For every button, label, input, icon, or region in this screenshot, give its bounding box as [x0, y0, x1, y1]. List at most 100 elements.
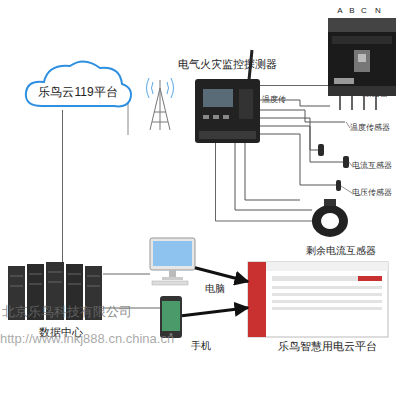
mobile-phone-outline-part: [162, 301, 180, 331]
cloud-platform: 乐鸟云119平台: [22, 58, 134, 110]
fire-monitor-detector-outline-part: [195, 79, 260, 143]
breaker-wires-part: [363, 96, 365, 110]
fire-monitor-detector-outline-part: [199, 131, 256, 139]
radio-tower-part: [150, 88, 160, 130]
current-sensor: [318, 144, 349, 168]
data-center-servers-outline-part-part: [68, 274, 81, 275]
platform-screenshot-outline-part: [358, 276, 382, 281]
part-label: 温度传感器: [350, 124, 390, 133]
computer-outline-part: [162, 277, 183, 280]
data-center-servers-outline-part-part: [10, 286, 23, 287]
platform-screenshot-outline-part-part: [272, 293, 382, 296]
circuit-breaker-outline-part: [334, 78, 354, 84]
data-center-servers-outline-part-part: [48, 282, 62, 283]
circuit-breaker-outline-part: [328, 18, 396, 32]
link-line: [62, 110, 63, 262]
data-center-servers-outline-part-part: [10, 276, 23, 277]
platform-screenshot: 乐鸟智慧用电云平台: [248, 262, 388, 337]
circuit-breaker-outline: [328, 18, 396, 96]
residual-current-transformer-outline-part: [312, 205, 348, 237]
link-line: [128, 102, 129, 135]
node-label: 乐鸟云119平台: [22, 86, 134, 100]
breaker-wires-part: [351, 96, 353, 110]
leader-line: [341, 92, 384, 193]
circuit-breaker-outline-part: [354, 50, 370, 72]
platform-screenshot-outline-part: [272, 276, 382, 310]
breaker-wires: [340, 96, 376, 110]
residual-current-transformer-outline-part: [324, 199, 336, 206]
link-line: [216, 143, 313, 221]
radio-tower: [147, 78, 174, 130]
leader-line-part: [346, 122, 350, 128]
computer-outline: [150, 238, 195, 286]
radio-tower-part: [171, 78, 174, 98]
fire-monitor-detector-outline-part: [213, 115, 219, 119]
arrow-connector: [182, 308, 248, 316]
arrow-connector: [195, 268, 248, 282]
voltage-sensor: [336, 180, 341, 191]
platform-screenshot-outline-part: [248, 262, 388, 337]
radio-tower-part: [147, 78, 150, 98]
fire-monitor-detector-outline-part: [223, 115, 229, 119]
node-label: A: [334, 6, 346, 15]
data-center-servers-outline-part-part: [68, 284, 81, 285]
node-label: 剩余电流互感器: [296, 245, 386, 257]
data-center-servers-outline-part-part: [87, 286, 100, 287]
radio-tower-part: [152, 82, 154, 94]
breaker-wires-part: [339, 96, 341, 110]
sensor-wires-part: [235, 143, 312, 210]
link-line: [260, 85, 328, 86]
node-label: 手机: [186, 340, 216, 352]
computer-outline-part: [152, 281, 188, 285]
data-center-servers-outline-part: [10, 272, 100, 286]
node-label: 电脑: [200, 283, 230, 295]
cloud-platform-outline: [22, 58, 134, 110]
part-label: 电流互感器: [352, 162, 392, 171]
watermark: http://www.lnkj888.cn.china.cn: [0, 332, 174, 346]
fire-monitor-detector-outline-part: [203, 89, 233, 107]
circuit-breaker-outline-part: [358, 54, 366, 62]
breaker-wires-part: [375, 96, 377, 110]
part-label: 温度传: [262, 96, 286, 105]
radio-tower-part: [160, 80, 161, 130]
current-sensor-part: [343, 156, 349, 168]
data-center-servers-outline-part-part: [29, 274, 42, 275]
radio-tower-part: [160, 88, 170, 130]
part-label: 电压传感器: [352, 189, 392, 198]
fire-monitor-detector-outline: [195, 75, 260, 143]
computer-outline-part: [153, 241, 192, 266]
circuit-breaker-outline-part: [328, 18, 396, 96]
platform-screenshot-outline-part: [266, 262, 388, 271]
circuit-breaker: ABCN: [328, 18, 396, 96]
node-text: B: [346, 6, 358, 15]
radio-tower-part: [167, 82, 169, 94]
fire-monitor-detector-outline-part: [239, 89, 253, 119]
cloud-platform-outline-part: [26, 61, 131, 106]
platform-screenshot-outline-part: [248, 262, 266, 337]
platform-screenshot-outline-part-part: [272, 307, 382, 310]
platform-screenshot-outline-part-part: [272, 300, 382, 303]
node-label: 乐鸟智慧用电云平台: [260, 340, 395, 353]
sensor-wires-part: [260, 126, 345, 162]
leader-line-part: [341, 186, 352, 193]
computer-outline-part: [169, 270, 176, 277]
platform-screenshot-outline-part-part: [272, 286, 382, 289]
node-label: 电气火灾监控探测器: [135, 58, 320, 71]
sensor-wires-part: [260, 110, 345, 122]
link-line: [103, 274, 150, 275]
sensor-wires-part: [260, 134, 338, 185]
watermark: 北京乐鸟科技有限公司: [2, 305, 132, 319]
platform-screenshot-outline-part-part: [272, 276, 382, 281]
fire-monitor-detector-outline-part: [203, 115, 209, 119]
residual-current-transformer: 剩余电流互感器: [312, 205, 348, 237]
data-center-servers-outline-part-part: [87, 276, 100, 277]
residual-current-transformer-outline: [312, 205, 348, 237]
node-text: C: [358, 6, 370, 15]
platform-screenshot-outline: [248, 262, 388, 337]
fire-monitor-detector: 电气火灾监控探测器: [195, 75, 260, 143]
data-center-servers-outline-part-part: [29, 284, 42, 285]
current-sensor-part: [318, 144, 324, 156]
node-text: N: [372, 6, 384, 15]
computer-outline-part: [150, 238, 195, 270]
